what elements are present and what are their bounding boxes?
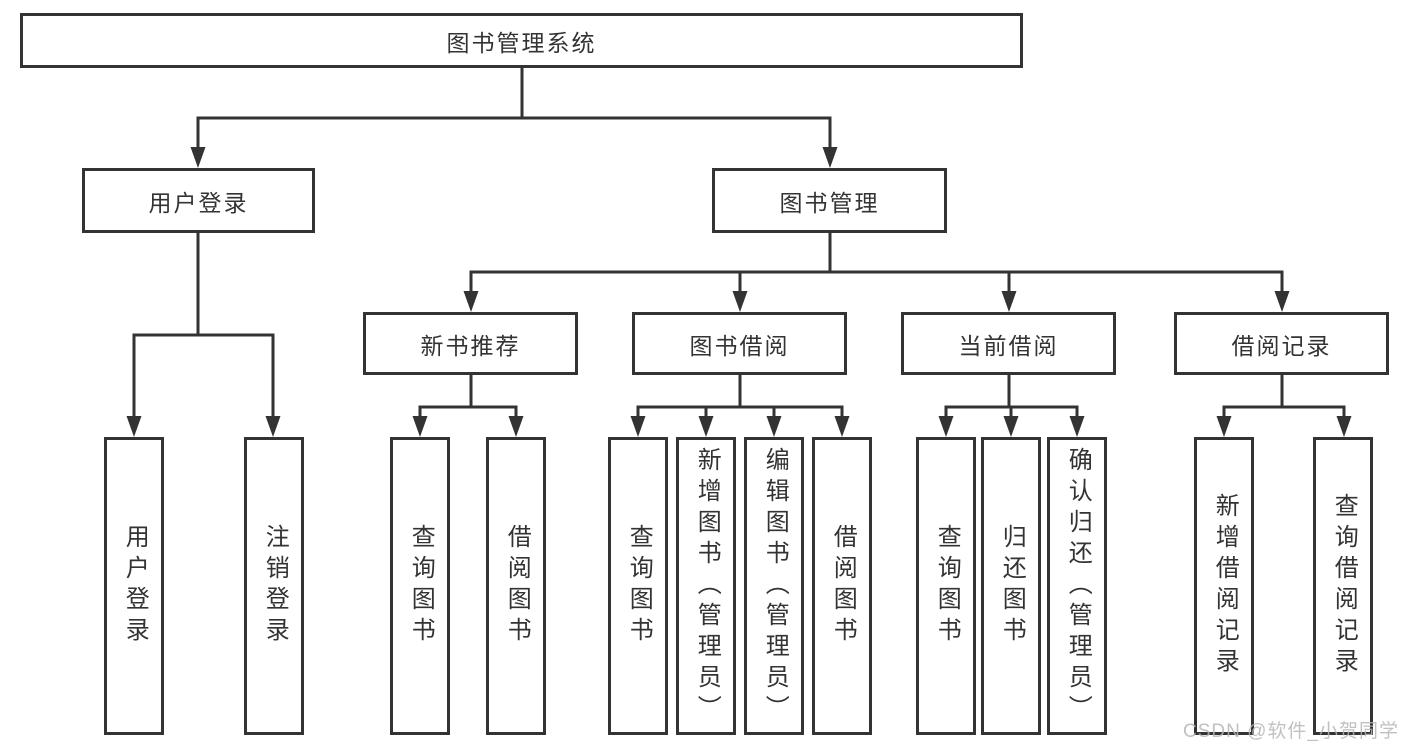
leaf-add-borrow-record-label: 新增借阅记录 bbox=[1211, 493, 1239, 679]
node-current-borrow: 当前借阅 bbox=[901, 312, 1116, 375]
leaf-return-book: 归还图书 bbox=[981, 437, 1041, 735]
leaf-query-books-borrow: 查询图书 bbox=[608, 437, 668, 735]
leaf-add-book-admin: 新增图书（管理员） bbox=[676, 437, 736, 735]
leaf-borrow-books-label: 借阅图书 bbox=[829, 524, 857, 648]
leaf-edit-book-admin: 编辑图书（管理员） bbox=[744, 437, 804, 735]
leaf-query-books-current: 查询图书 bbox=[916, 437, 976, 735]
node-book-borrow-label: 图书借阅 bbox=[689, 332, 790, 359]
node-root: 图书管理系统 bbox=[20, 13, 1023, 68]
leaf-edit-book-admin-label: 编辑图书（管理员） bbox=[761, 446, 789, 726]
leaf-logout-label: 注销登录 bbox=[261, 524, 289, 648]
leaf-query-borrow-record-label: 查询借阅记录 bbox=[1330, 493, 1358, 679]
node-borrow-records-label: 借阅记录 bbox=[1231, 332, 1332, 359]
node-user-login-label: 用户登录 bbox=[148, 189, 249, 216]
node-new-book-recommend-label: 新书推荐 bbox=[420, 332, 521, 359]
node-borrow-records: 借阅记录 bbox=[1174, 312, 1389, 375]
leaf-query-books-current-label: 查询图书 bbox=[933, 524, 961, 648]
node-new-book-recommend: 新书推荐 bbox=[363, 312, 578, 375]
leaf-user-login-label: 用户登录 bbox=[121, 524, 149, 648]
leaf-query-books-recommend-label: 查询图书 bbox=[407, 524, 435, 648]
leaf-query-borrow-record: 查询借阅记录 bbox=[1313, 437, 1373, 735]
leaf-borrow-books: 借阅图书 bbox=[812, 437, 872, 735]
leaf-query-books-recommend: 查询图书 bbox=[390, 437, 450, 735]
leaf-query-books-borrow-label: 查询图书 bbox=[625, 524, 653, 648]
node-root-label: 图书管理系统 bbox=[446, 29, 597, 56]
leaf-confirm-return-admin-label: 确认归还（管理员） bbox=[1064, 446, 1092, 726]
leaf-borrow-books-recommend-label: 借阅图书 bbox=[503, 524, 531, 648]
leaf-user-login: 用户登录 bbox=[104, 437, 164, 735]
leaf-logout: 注销登录 bbox=[244, 437, 304, 735]
leaf-add-book-admin-label: 新增图书（管理员） bbox=[693, 446, 721, 726]
leaf-add-borrow-record: 新增借阅记录 bbox=[1194, 437, 1254, 735]
csdn-watermark: CSDN @软件_小贺同学 bbox=[1183, 721, 1399, 742]
node-book-borrow: 图书借阅 bbox=[632, 312, 847, 375]
leaf-borrow-books-recommend: 借阅图书 bbox=[486, 437, 546, 735]
leaf-confirm-return-admin: 确认归还（管理员） bbox=[1047, 437, 1107, 735]
node-current-borrow-label: 当前借阅 bbox=[958, 332, 1059, 359]
node-user-login: 用户登录 bbox=[82, 168, 315, 233]
node-book-management-label: 图书管理 bbox=[779, 189, 880, 216]
leaf-return-book-label: 归还图书 bbox=[998, 524, 1026, 648]
node-book-management: 图书管理 bbox=[712, 168, 947, 233]
arrowhead-icons bbox=[126, 147, 1352, 437]
